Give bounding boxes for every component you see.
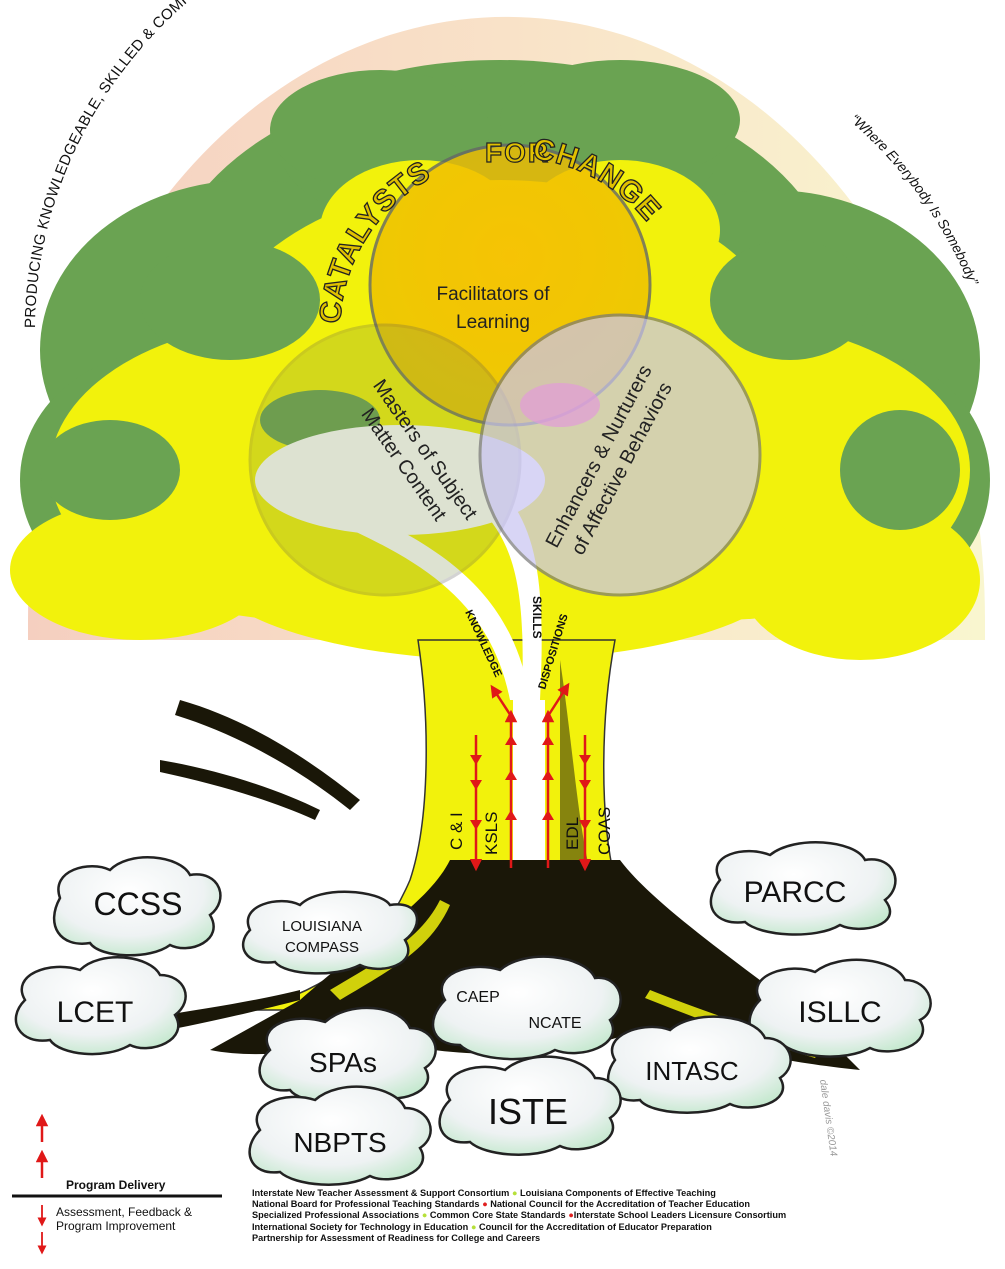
label-edl: EDL (563, 817, 582, 850)
foot-ncate: National Council for the Accreditation o… (490, 1199, 751, 1210)
foot-caep: Council for the Accreditation of Educato… (478, 1221, 712, 1232)
cloud-intasc (606, 1015, 792, 1114)
circle-top-label-1: Facilitators of (437, 284, 551, 305)
cloud-ccss (52, 856, 222, 957)
label-ksls: KSLS (482, 812, 501, 855)
foot-isllc: Interstate School Leaders Licensure Cons… (573, 1210, 787, 1221)
cloud-label-ncate: NCATE (528, 1015, 581, 1032)
cloud-label-parcc: PARCC (744, 876, 847, 909)
cloud-label-lcet: LCET (57, 996, 134, 1029)
cloud-label-caep: CAEP (456, 989, 500, 1006)
cloud-label-ccss: CCSS (94, 886, 183, 922)
foliage-green-patches (40, 240, 960, 530)
cloud-louisiana (241, 890, 419, 975)
circle-top-label-2: Learning (456, 312, 530, 333)
foot-intasc: Interstate New Teacher Assessment & Supp… (252, 1188, 510, 1198)
cloud-label-isllc: ISLLC (798, 996, 881, 1029)
cloud-spas (258, 1006, 437, 1104)
foot-lcet: Louisiana Components of Effective Teachi… (520, 1188, 716, 1198)
legend-program-delivery: Program Delivery (66, 1178, 166, 1192)
label-coas: COAS (595, 807, 614, 855)
label-ci: C & I (447, 812, 466, 850)
cloud-parcc (709, 841, 897, 936)
catalysts-for: FOR (485, 137, 550, 168)
cloud-label-intasc: INTASC (645, 1056, 738, 1086)
foot-spas: Specialized Professional Associations (252, 1210, 420, 1221)
cloud-label-spas: SPAs (309, 1047, 377, 1078)
cloud-label-louisiana-1: LOUISIANA (282, 918, 362, 935)
cloud-label-iste: ISTE (488, 1091, 568, 1132)
foot-ccss: Common Core State Standards (429, 1210, 566, 1221)
cloud-label-nbpts: NBPTS (293, 1127, 386, 1158)
artist-signature: dale davis ©2014 (817, 1079, 839, 1158)
legend-assessment-2: Program Improvement (56, 1219, 176, 1233)
foot-iste: International Society for Technology in … (252, 1221, 469, 1232)
cloud-label-louisiana-2: COMPASS (285, 939, 359, 956)
foot-parcc: Partnership for Assessment of Readiness … (252, 1232, 541, 1243)
venn-center (520, 383, 600, 427)
cloud-caep-ncate (431, 955, 622, 1061)
foot-nbpts: National Board for Professional Teaching… (252, 1199, 480, 1210)
arrow-ticks (470, 735, 591, 830)
cloud-lcet (14, 956, 187, 1056)
cloud-iste (438, 1055, 622, 1156)
acronym-footnote: Interstate New Teacher Assessment & Supp… (252, 1188, 787, 1243)
legend-assessment-1: Assessment, Feedback & (56, 1205, 193, 1219)
label-skills: SKILLS (530, 596, 544, 639)
cloud-nbpts (248, 1085, 432, 1186)
